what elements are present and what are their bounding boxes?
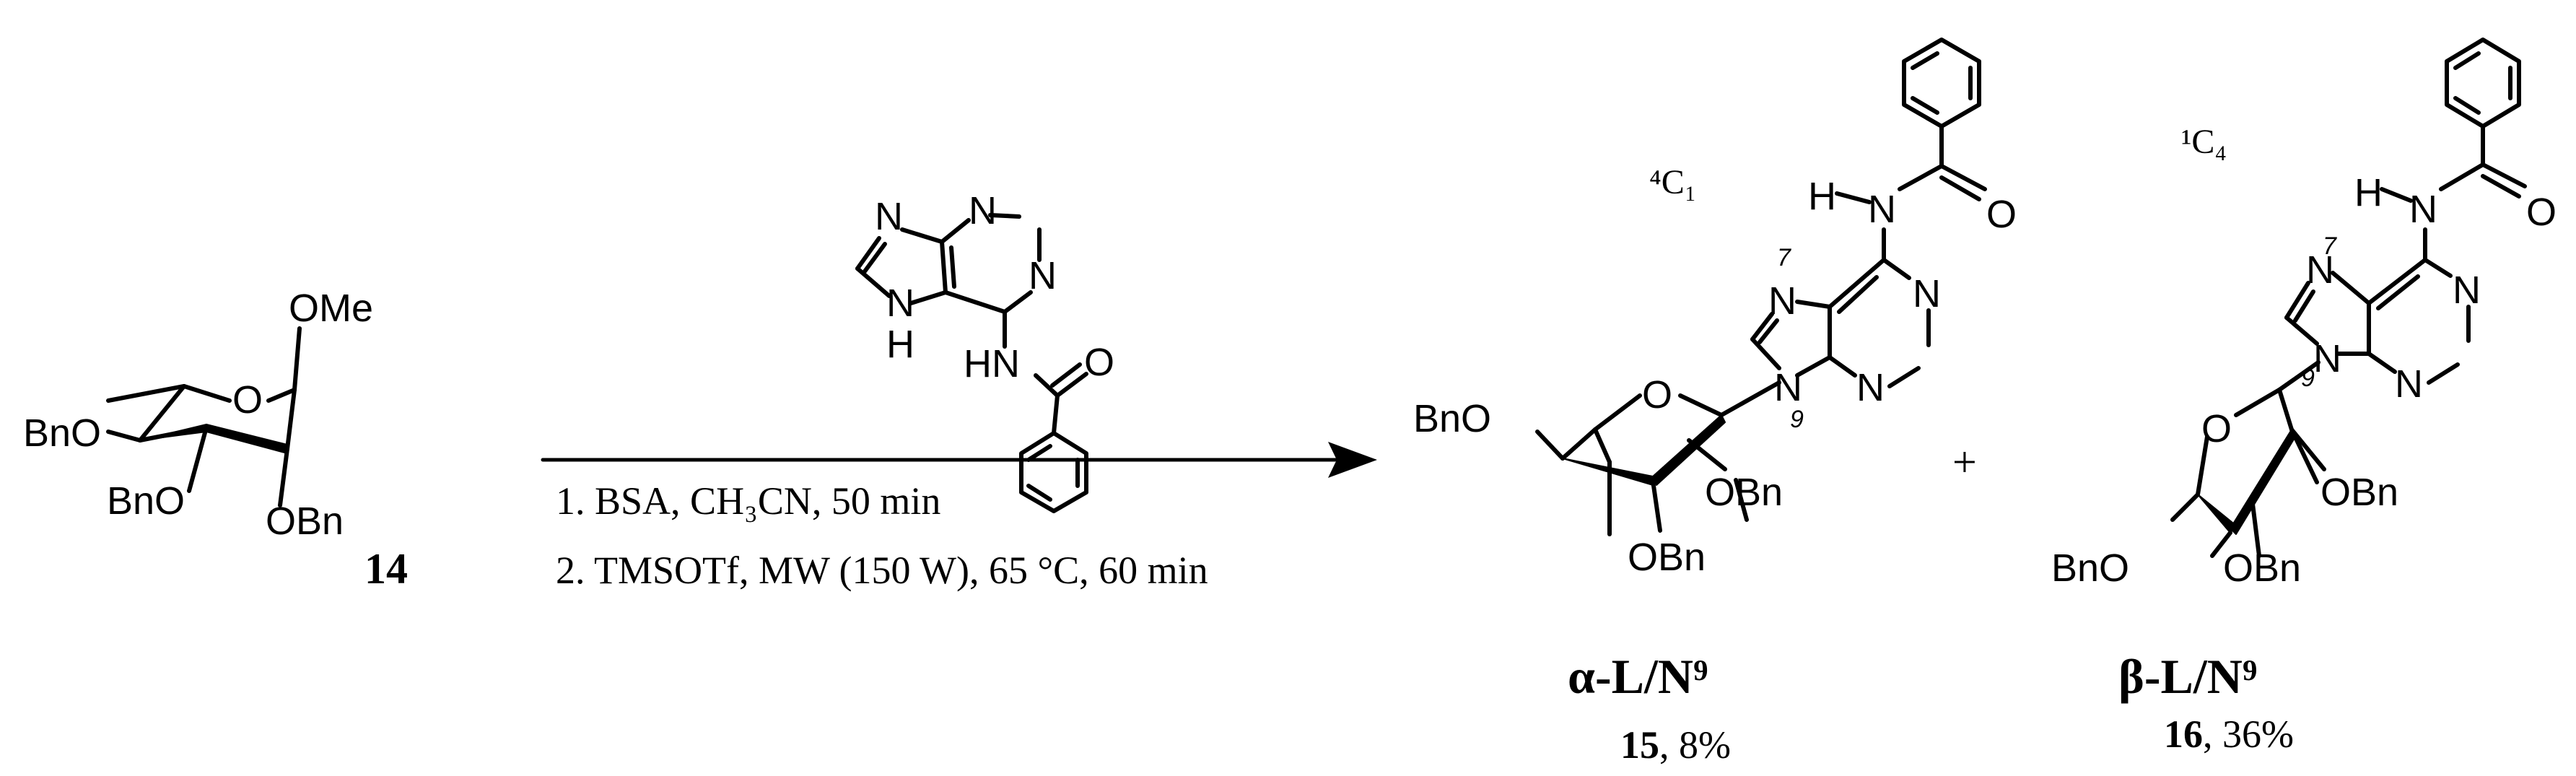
p15-n7-label: N — [1768, 279, 1796, 323]
reaction-arrow — [541, 442, 1377, 478]
p16-n3-label: N — [2395, 362, 2423, 406]
bno-c4-label: BnO — [23, 411, 101, 455]
p15-obn-3-label: OBn — [1628, 536, 1706, 579]
p15-obn-2-label: OBn — [1705, 471, 1783, 514]
p16-n1-label: N — [2453, 269, 2481, 312]
p16-pos9-label: 9 — [2301, 365, 2315, 392]
p15-n6-label: N — [1868, 188, 1896, 231]
reagent-structure: N N N N H HN O — [855, 189, 1114, 513]
product-16-structure: H N O N 7 N N N 9 O BnO OBn OBn — [2051, 38, 2557, 590]
bno-c3-label: BnO — [107, 479, 185, 523]
p16-n9-label: N — [2313, 337, 2341, 380]
condition-step-1: 1. BSA, CH₃CN, 50 min — [556, 479, 940, 523]
condition-step-2: 2. TMSOTf, MW (150 W), 65 °C, 60 min — [556, 549, 1208, 592]
p15-pos9-label: 9 — [1790, 406, 1804, 433]
p15-n3-label: N — [1856, 366, 1885, 409]
reagent-n9-label: N — [886, 282, 914, 325]
obn-c2-label: OBn — [266, 500, 344, 543]
reagent-h9-label: H — [886, 323, 914, 366]
p16-conformation: ¹C₄ — [2181, 123, 2227, 161]
reagent-n1-label: N — [969, 189, 997, 232]
p16-o-ring-label: O — [2201, 407, 2232, 450]
reagent-n3-label: N — [1029, 254, 1057, 297]
reagent-n7-label: N — [875, 195, 903, 238]
reagent-hn-label: HN — [964, 342, 1020, 385]
p16-stereo-label: β-L/N⁹ — [2118, 649, 2257, 704]
p16-n6-label: N — [2409, 188, 2437, 231]
p15-number-yield: 15, 8% — [1620, 723, 1731, 767]
p16-n7-label: N — [2306, 248, 2334, 292]
p16-number: 16 — [2164, 712, 2203, 756]
p15-bno-label: BnO — [1413, 397, 1491, 440]
plus-sign: + — [1952, 438, 1977, 486]
p15-yield: , 8% — [1659, 723, 1731, 767]
p16-h-label: H — [2354, 171, 2383, 214]
p15-pos7-label: 7 — [1777, 244, 1791, 271]
p15-number: 15 — [1620, 723, 1659, 767]
p16-yield: , 36% — [2203, 712, 2294, 756]
p16-obn-3-label: OBn — [2223, 546, 2301, 590]
p16-number-yield: 16, 36% — [2164, 712, 2294, 756]
product-15-structure: H N O N 7 N N N 9 O BnO OBn OBn — [1413, 38, 2017, 579]
p15-stereo-label: α-L/N⁹ — [1568, 649, 1708, 704]
compound-14-number: 14 — [364, 545, 408, 593]
p16-pos7-label: 7 — [2323, 232, 2337, 260]
ome-label: OMe — [289, 287, 373, 330]
ring-oxygen-label: O — [232, 378, 263, 422]
p16-bno-label: BnO — [2051, 546, 2129, 590]
p15-o-ring-label: O — [1642, 373, 1672, 417]
p15-conformation: ⁴C₁ — [1649, 163, 1696, 201]
p15-h-label: H — [1808, 175, 1836, 218]
reagent-o-label: O — [1084, 341, 1114, 384]
p15-o-amide-label: O — [1986, 193, 2017, 236]
compound-14-structure: OMe O BnO BnO OBn 14 — [23, 287, 408, 593]
p15-n9-label: N — [1774, 366, 1802, 409]
p16-o-amide-label: O — [2526, 191, 2557, 234]
p16-obn-2-label: OBn — [2320, 471, 2398, 514]
p15-n1-label: N — [1913, 272, 1941, 315]
